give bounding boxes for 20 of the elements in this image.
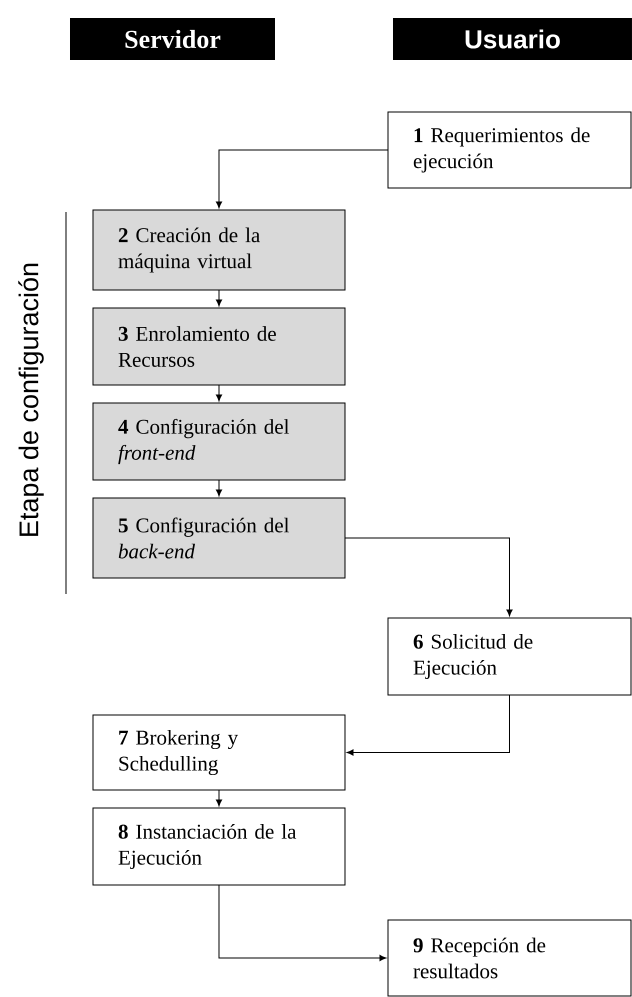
stage-label: Etapa de configuración xyxy=(18,264,44,536)
arrow xyxy=(346,695,510,756)
column-header: Usuario xyxy=(393,18,632,60)
arrow xyxy=(218,885,386,962)
process-box: 2 Creación de la máquina virtual xyxy=(92,210,346,290)
arrow xyxy=(216,385,222,402)
process-box: 5 Configuración del back-end xyxy=(92,498,346,578)
arrow xyxy=(216,150,388,208)
process-box: 7 Brokering y Schedulling xyxy=(92,714,346,790)
arrow xyxy=(345,538,513,616)
process-box: 4 Configuración del front-end xyxy=(92,402,346,480)
process-box: 1 Requerimientos de ejecución xyxy=(388,112,632,189)
process-box: 6 Solicitud de Ejecución xyxy=(388,618,632,696)
arrow xyxy=(216,790,222,806)
process-box: 8 Instanciación de la Ejecución xyxy=(92,808,346,886)
arrow xyxy=(216,480,222,496)
process-box: 3 Enrolamiento de Recursos xyxy=(92,308,346,386)
arrow xyxy=(216,290,222,306)
process-box: 9 Recepción de resultados xyxy=(388,920,632,996)
column-header: Servidor xyxy=(70,18,275,60)
